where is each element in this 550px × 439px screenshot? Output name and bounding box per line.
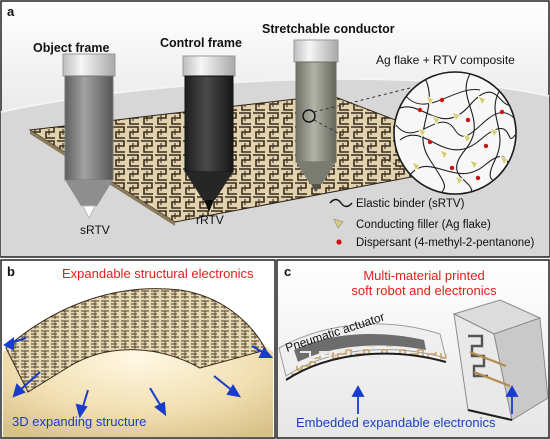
syringe-object-frame (62, 53, 116, 220)
zoom-line-bottom (313, 119, 403, 169)
panel-b: b Expandable structural electronics 3D e… (0, 259, 276, 439)
syringe-stretchable-conductor (293, 39, 339, 192)
binder-legend-icon (329, 198, 353, 208)
panel-c: c Multi-material printed soft robot and … (276, 259, 550, 439)
actuator-cross-section (452, 299, 549, 421)
control-frame-label: Control frame (160, 36, 242, 50)
panel-c-caption: Embedded expandable electronics (296, 415, 496, 430)
panel-a: a Object frame Control frame Stretchable… (0, 0, 550, 258)
panel-c-title-line1: Multi-material printed (363, 268, 484, 283)
object-frame-label: Object frame (33, 41, 109, 55)
panel-a-letter: a (7, 4, 15, 19)
caption-arrows (351, 385, 519, 414)
stretchable-conductor-label: Stretchable conductor (262, 22, 395, 36)
dispersant-legend-label: Dispersant (4-methyl-2-pentanone) (356, 237, 535, 249)
srtv-label: sRTV (80, 223, 110, 237)
rrtv-label: rRTV (196, 213, 224, 227)
panel-c-title-line2: soft robot and electronics (351, 283, 497, 298)
zoom-marker (302, 109, 316, 123)
panel-b-caption: 3D expanding structure (12, 414, 146, 429)
dispersant-legend-icon (336, 239, 342, 245)
panel-b-title: Expandable structural electronics (62, 266, 254, 281)
zoom-line-top (313, 87, 411, 113)
dispersant-dots (417, 97, 505, 181)
composite-lens (393, 71, 517, 195)
syringe-control-frame (182, 55, 236, 212)
pneumatic-actuator (278, 323, 447, 381)
filler-legend-label: Conducting filler (Ag flake) (356, 219, 491, 231)
panel-b-letter: b (7, 264, 15, 279)
filler-legend-icon (333, 218, 344, 229)
binder-legend-label: Elastic binder (sRTV) (356, 198, 465, 210)
expandable-lattice (5, 288, 267, 393)
panel-c-letter: c (284, 264, 291, 279)
filler-flakes (411, 95, 509, 186)
composite-label: Ag flake + RTV composite (376, 53, 515, 67)
expansion-arrows (3, 337, 274, 419)
